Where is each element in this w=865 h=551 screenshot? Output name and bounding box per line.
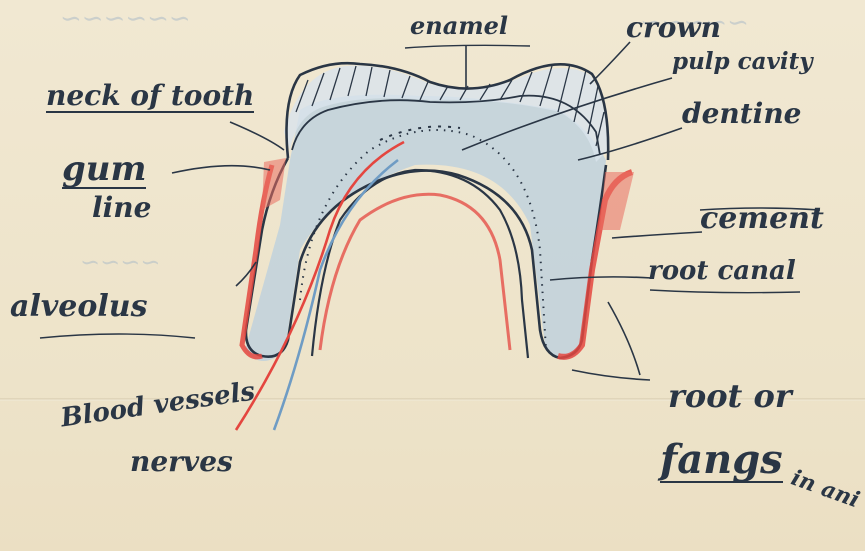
label-root-canal: root canal xyxy=(648,258,796,284)
label-nerves: nerves xyxy=(130,448,233,476)
gum-right-pad xyxy=(600,172,634,230)
bleed-through-text-1: ∽∽∽∽∽∽ xyxy=(60,6,191,32)
gum-left-pad xyxy=(262,158,286,210)
label-root-or: root or xyxy=(668,380,792,412)
label-fangs: fangs xyxy=(660,440,783,483)
label-line: line xyxy=(92,194,151,222)
label-pulp-cavity: pulp cavity xyxy=(672,50,813,73)
bleed-through-text-3: ∽∽∽∽ xyxy=(80,250,160,274)
red-pulp-line xyxy=(320,194,510,350)
label-alveolus: alveolus xyxy=(10,292,147,322)
label-crown: crown xyxy=(626,14,721,42)
label-neck-of-tooth: neck of tooth xyxy=(46,82,254,113)
label-dentine: dentine xyxy=(682,100,802,128)
label-gum: gum xyxy=(62,152,146,189)
label-cement: cement xyxy=(700,204,824,234)
label-enamel: enamel xyxy=(410,14,508,38)
